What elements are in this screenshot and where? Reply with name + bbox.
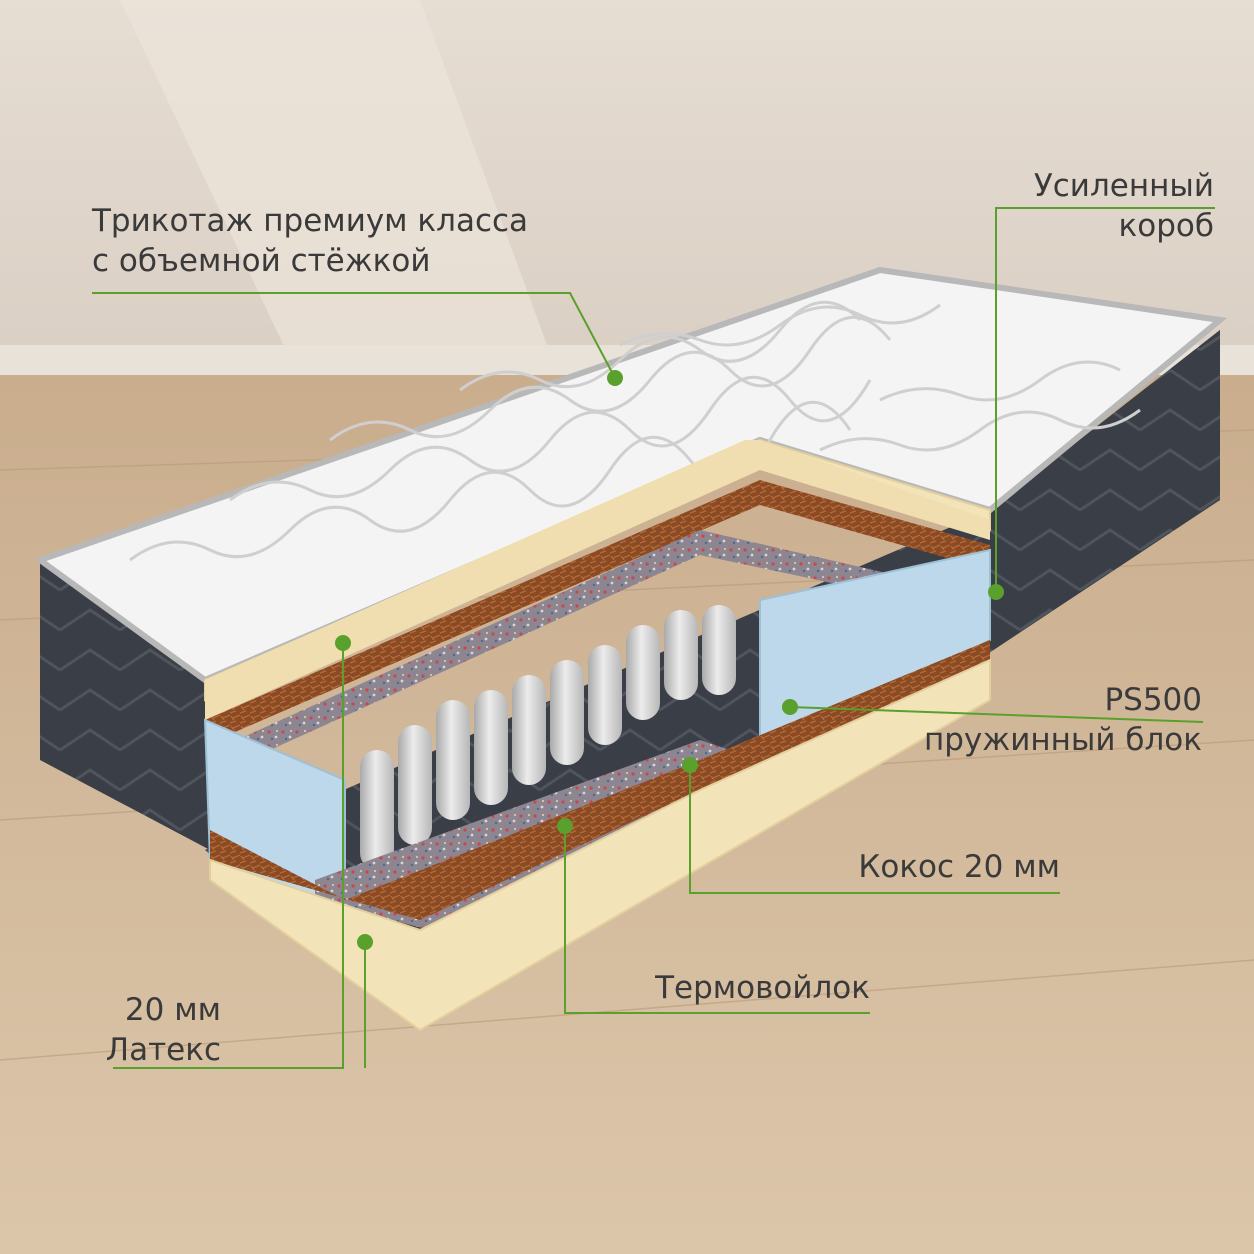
callout-dot-latex: [335, 635, 351, 651]
coconut-line1: Кокос 20 мм: [858, 849, 1060, 885]
callout-dots: [335, 370, 1004, 950]
spring-line2: пружинный блок: [923, 722, 1202, 758]
spring-line1: PS500: [1104, 682, 1202, 718]
callout-dot-fabric: [607, 370, 623, 386]
callout-dot-latex-bottom: [357, 934, 373, 950]
callout-line-fabric: [92, 292, 616, 379]
box-line2: короб: [1118, 208, 1214, 244]
callout-label-fabric: Трикотаж премиум класса с объемной стёжк…: [92, 201, 528, 281]
callout-line-box: [995, 207, 1215, 592]
latex-line1: 20 мм: [124, 992, 221, 1028]
spring-block: [360, 605, 736, 870]
mattress-side-right: [990, 330, 1220, 640]
callout-label-coconut: Кокос 20 мм: [858, 847, 1060, 887]
callout-lines: [92, 207, 1215, 1069]
callout-dot-coconut: [682, 757, 698, 773]
callout-line-felt: [564, 826, 870, 1014]
callout-label-spring: PS500 пружинный блок: [924, 680, 1202, 760]
callout-line-spring: [789, 706, 1204, 723]
fabric-line2: с объемной стёжкой: [92, 243, 431, 279]
callout-dot-spring: [782, 699, 798, 715]
latex-line2: Латекс: [105, 1032, 221, 1068]
callout-dot-box: [988, 584, 1004, 600]
callout-label-latex: 20 мм Латекс: [106, 990, 221, 1070]
latex-bottom-layer: [209, 658, 991, 1032]
wall-light: [120, 0, 560, 380]
callout-line-latex: [113, 643, 344, 1069]
callout-label-box: Усиленный короб: [1034, 166, 1214, 246]
callout-dot-felt: [557, 818, 573, 834]
fabric-line1: Трикотаж премиум класса: [92, 203, 529, 239]
mattress-side-left: [40, 560, 210, 850]
callout-line-coconut: [689, 765, 1060, 894]
felt-line1: Термовойлок: [655, 970, 870, 1006]
callout-label-felt: Термовойлок: [655, 968, 870, 1008]
box-line1: Усиленный: [1033, 168, 1214, 204]
